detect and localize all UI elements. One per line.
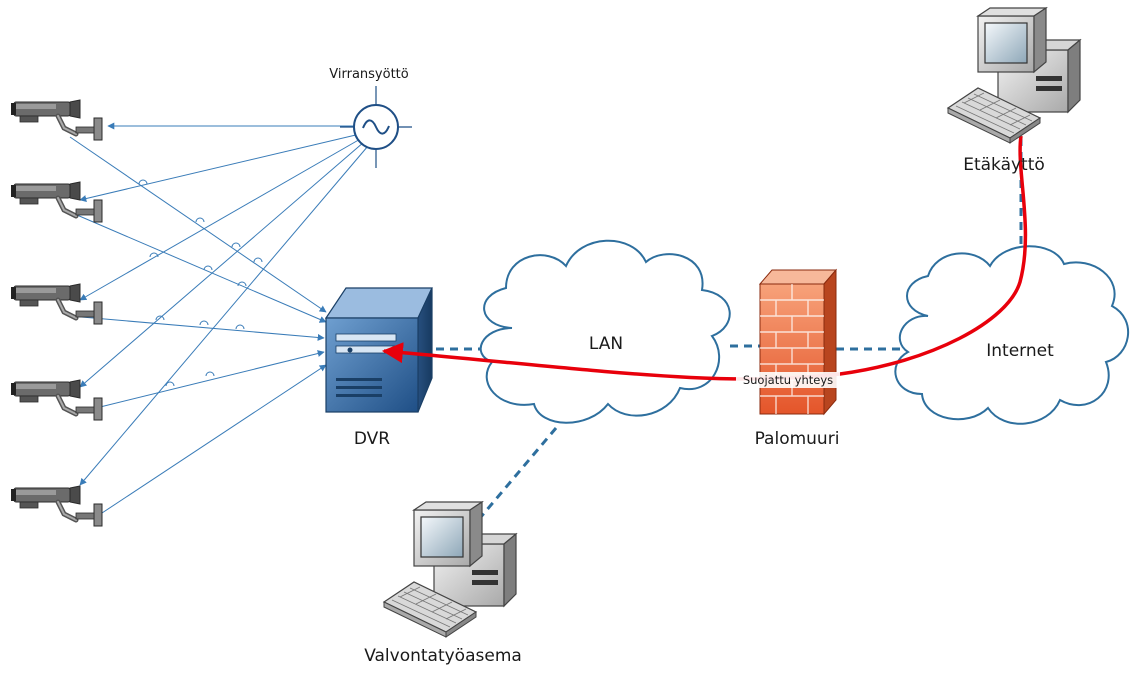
camera-2 <box>11 182 102 222</box>
secure-connection-label-bg <box>736 372 840 388</box>
camera-4 <box>11 380 102 420</box>
power-to-camera-wires <box>79 122 369 486</box>
internet-cloud-icon <box>894 245 1130 425</box>
camera-1 <box>11 100 102 140</box>
power-supply-icon <box>340 86 412 168</box>
internet-label: Internet <box>986 341 1054 361</box>
workstation-computer-icon <box>383 501 517 638</box>
lan-cloud-icon <box>479 239 731 424</box>
secure-connection-label: Suojattu yhteys <box>743 373 833 387</box>
workstation-label: Valvontatyöasema <box>364 646 522 666</box>
dvr-label: DVR <box>354 429 390 449</box>
camera-5 <box>11 486 102 526</box>
remote-computer-icon <box>947 7 1081 144</box>
wire-crossing-marks <box>138 179 263 387</box>
camera-to-dvr-wires <box>69 136 327 514</box>
lan-label: LAN <box>589 334 623 354</box>
firewall-icon <box>758 268 838 416</box>
firewall-label: Palomuuri <box>755 429 840 449</box>
dvr-server-icon <box>324 287 433 413</box>
power-supply-label: Virransyöttö <box>329 67 409 82</box>
secure-connection-line <box>381 135 1028 381</box>
remote-access-label: Etäkäyttö <box>963 155 1045 175</box>
